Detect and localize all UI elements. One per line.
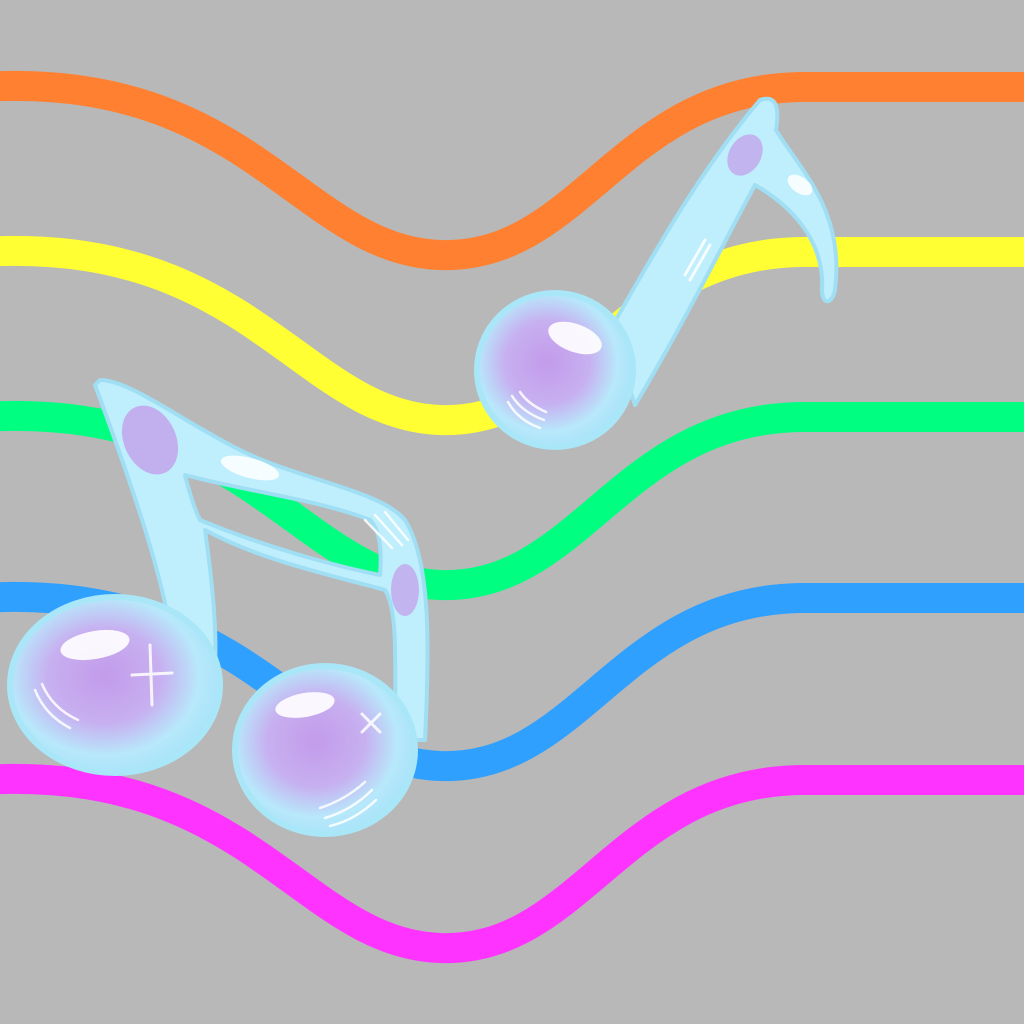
note-head-left	[7, 594, 223, 776]
left-head-reflection	[33, 682, 80, 730]
note-head-shine	[548, 321, 602, 355]
note-head-right	[232, 663, 418, 837]
beamed-eighth-notes-icon	[7, 378, 430, 837]
right-head-shine	[275, 692, 335, 718]
frame-shine	[220, 455, 280, 481]
note-head-reflection	[506, 390, 548, 430]
staff-line-magenta	[0, 763, 1024, 964]
left-head-sparkle	[130, 643, 174, 707]
stem-lilac-spot	[727, 134, 763, 176]
frame-lilac-spot	[121, 405, 179, 475]
right-head-reflection	[318, 780, 378, 828]
right-stem-lilac-spot	[391, 564, 419, 616]
note-head	[474, 290, 636, 450]
left-head-shine	[60, 629, 130, 661]
eighth-note-icon	[474, 96, 839, 450]
right-head-sparkle	[360, 712, 382, 734]
staff-line-orange	[0, 70, 1024, 271]
stem-reflection	[683, 238, 712, 282]
flag-shine	[787, 174, 813, 196]
beam-reflection	[363, 510, 410, 550]
note-stem-flag	[608, 96, 839, 407]
